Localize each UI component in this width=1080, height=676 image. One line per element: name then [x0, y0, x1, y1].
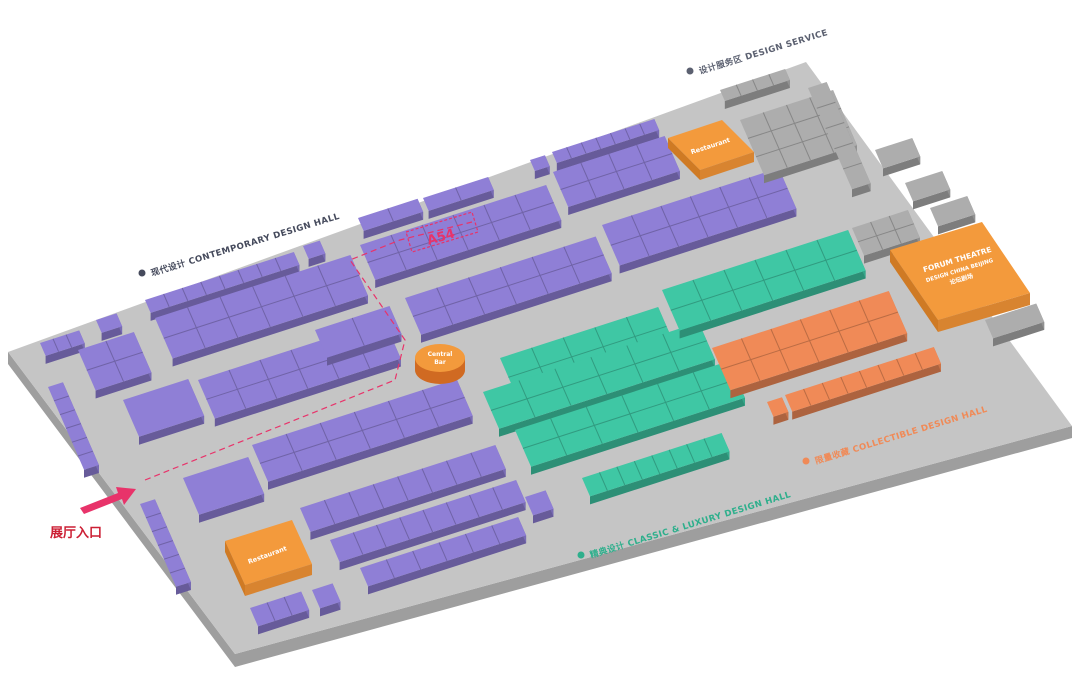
forum-theatre[interactable]: FORUM THEATRE DESIGN CHINA BEIJING 论坛剧场: [890, 222, 1030, 332]
booth-block[interactable]: [78, 332, 152, 399]
booth-a54-label: A54: [425, 227, 456, 249]
restaurant-top[interactable]: Restaurant: [668, 120, 754, 180]
booth-block[interactable]: [712, 291, 908, 399]
booth-row[interactable]: [145, 252, 300, 321]
booth-row[interactable]: [720, 69, 790, 109]
booth-block[interactable]: [140, 499, 191, 595]
booth-block[interactable]: [360, 517, 527, 595]
booth-block[interactable]: [155, 255, 368, 367]
booth-block[interactable]: [360, 185, 562, 288]
legend-dot-contemporary: [138, 269, 146, 277]
booth-block[interactable]: [808, 82, 871, 198]
legend-dot-classic: [577, 551, 585, 559]
booth-row[interactable]: [303, 240, 326, 267]
booth-row[interactable]: [40, 330, 85, 364]
booth-block[interactable]: [312, 583, 341, 617]
booth-block[interactable]: [905, 171, 951, 210]
arrow-right-icon: [80, 487, 136, 514]
visit-route: [144, 221, 473, 481]
booth-block[interactable]: [875, 138, 921, 177]
booth-block[interactable]: [785, 347, 941, 420]
booth-block[interactable]: [250, 591, 310, 635]
booth-block[interactable]: [662, 230, 866, 339]
central-bar[interactable]: Central Bar: [415, 344, 465, 384]
booth-block[interactable]: [300, 445, 506, 540]
booth-block[interactable]: [48, 382, 99, 478]
booth-block[interactable]: [123, 379, 205, 445]
booth-block[interactable]: [330, 480, 526, 571]
booth-row[interactable]: [552, 119, 660, 171]
entrance-label: 展厅入口: [50, 526, 103, 541]
booth-block[interactable]: [405, 236, 612, 343]
central-bar-label-2: Bar: [434, 359, 446, 366]
booth-block[interactable]: [315, 306, 402, 366]
booth-row[interactable]: [96, 313, 123, 341]
booth-block[interactable]: [767, 397, 789, 425]
booth-block[interactable]: [252, 379, 473, 490]
booth-a54-highlight[interactable]: A54: [405, 211, 479, 253]
booth-block[interactable]: [930, 196, 976, 235]
legend-dot-service: [686, 67, 694, 75]
booth-block[interactable]: [483, 322, 715, 437]
booth-block[interactable]: [183, 457, 265, 523]
booth-block[interactable]: [985, 303, 1045, 347]
booth-block[interactable]: [582, 433, 730, 505]
booth-block[interactable]: [525, 490, 554, 524]
booth-block[interactable]: [602, 168, 797, 274]
booth-row[interactable]: [530, 155, 550, 179]
booth-row[interactable]: [423, 177, 494, 219]
booth-row[interactable]: [358, 198, 424, 239]
legend-dot-collectible: [802, 457, 810, 465]
central-bar-label-1: Central: [428, 351, 453, 358]
restaurant-bottom[interactable]: Restaurant: [225, 520, 312, 596]
